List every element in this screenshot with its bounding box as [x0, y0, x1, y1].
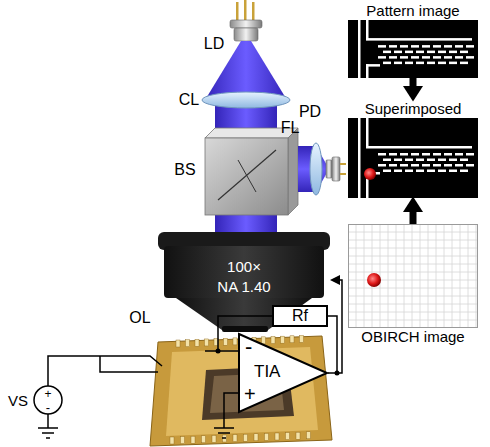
- layout-pattern: [358, 20, 474, 78]
- amplifier-label: TIA: [254, 363, 280, 380]
- source-label: VS: [8, 393, 28, 408]
- part-label: CL: [179, 92, 199, 108]
- image-panel: OBIRCH image: [348, 224, 478, 346]
- part-label: PD: [299, 104, 321, 120]
- image-art: [348, 118, 478, 198]
- panel-heading: Pattern image: [348, 2, 478, 20]
- layout-pattern: [358, 118, 474, 198]
- part-label: FL: [281, 120, 300, 136]
- flow-arrow: [410, 78, 417, 86]
- beam-splitter: [205, 128, 298, 215]
- hot-spot: [367, 273, 381, 287]
- resistor-box: Rf: [272, 305, 328, 327]
- polarity-sign: +: [44, 388, 51, 400]
- objective-lens: [158, 232, 330, 332]
- image-panel: Superimposed: [348, 100, 478, 198]
- polarity-sign: -: [46, 401, 50, 414]
- voltage-source: [34, 386, 62, 414]
- ground-symbol: [38, 428, 234, 438]
- signal-wire: [328, 280, 342, 373]
- amplifier-triangle: -TIA +: [238, 333, 328, 413]
- panel-ground: [349, 225, 478, 328]
- part-label: OL: [129, 310, 150, 326]
- flow-arrow: [410, 212, 417, 224]
- panel-ground: [348, 20, 478, 78]
- part-label: LD: [204, 36, 224, 52]
- wire-junction: [216, 349, 221, 354]
- objective-marking: 100×: [227, 259, 261, 274]
- laser-diode: [230, 0, 262, 41]
- objective-marking: NA 1.40: [217, 279, 270, 294]
- panel-heading: Superimposed: [348, 100, 478, 118]
- wire-junction: [335, 371, 340, 376]
- circuit-wire: [48, 316, 337, 428]
- image-panel: Pattern image: [348, 2, 478, 78]
- image-art: [348, 224, 478, 328]
- collimating-lens: [202, 92, 290, 108]
- panel-heading: OBIRCH image: [348, 328, 478, 346]
- amplifier-outline: [239, 334, 327, 412]
- component-label: Rf: [292, 307, 308, 325]
- focusing-lens: [310, 143, 322, 195]
- photodiode: [326, 157, 346, 181]
- part-label: BS: [174, 162, 195, 178]
- hot-spot: [364, 168, 376, 180]
- panel-ground: [348, 118, 478, 198]
- input-sign: -: [245, 336, 252, 358]
- input-sign: +: [244, 384, 256, 404]
- grid-lines: [349, 225, 477, 327]
- image-art: [348, 20, 478, 78]
